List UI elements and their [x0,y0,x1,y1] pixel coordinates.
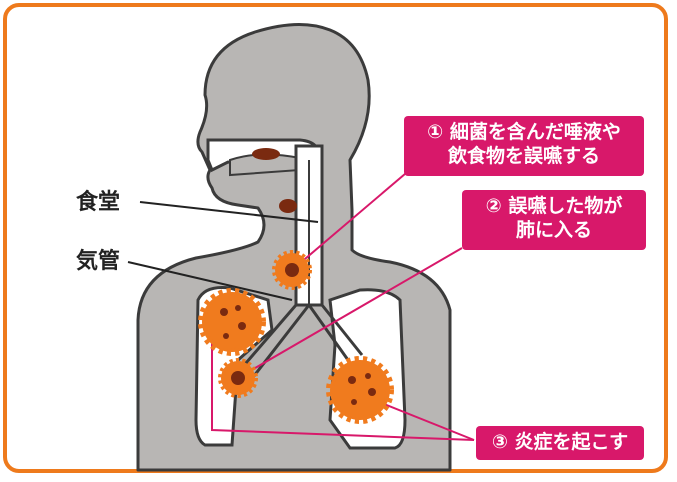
callout-step1-line1: ① 細菌を含んだ唾液や [427,121,621,143]
bacteria-lung-right [326,356,394,424]
food-bolus-mouth [252,148,280,160]
leader-3b [373,399,475,441]
food-bolus-throat [279,199,297,213]
bacteria-throat [272,250,312,290]
bronchus-right [307,304,364,361]
leader-1 [291,167,413,271]
callout-step2-line2: 肺に入る [515,218,592,241]
callout-step1: ① 細菌を含んだ唾液や 飲食物を誤嚥する [404,116,644,176]
bacteria-lung-left-top [198,288,266,356]
callout-step3: ③ 炎症を起こす [476,426,644,460]
esophagus-label: 食堂 [76,190,121,215]
bacteria-lung-left-bottom [218,358,258,398]
callout-step2: ② 誤嚥した物が 肺に入る [462,190,646,250]
callout-step1-line2: 飲食物を誤嚥する [447,144,600,167]
trachea-label: 気管 [76,249,121,274]
callout-step2-line1: ② 誤嚥した物が [485,195,623,217]
callout-step3-line1: ③ 炎症を起こす [491,431,629,453]
esophagus-pointer [139,201,319,223]
trachea-pointer [127,261,293,301]
leader-2 [237,247,463,379]
leader-3a [211,325,475,441]
